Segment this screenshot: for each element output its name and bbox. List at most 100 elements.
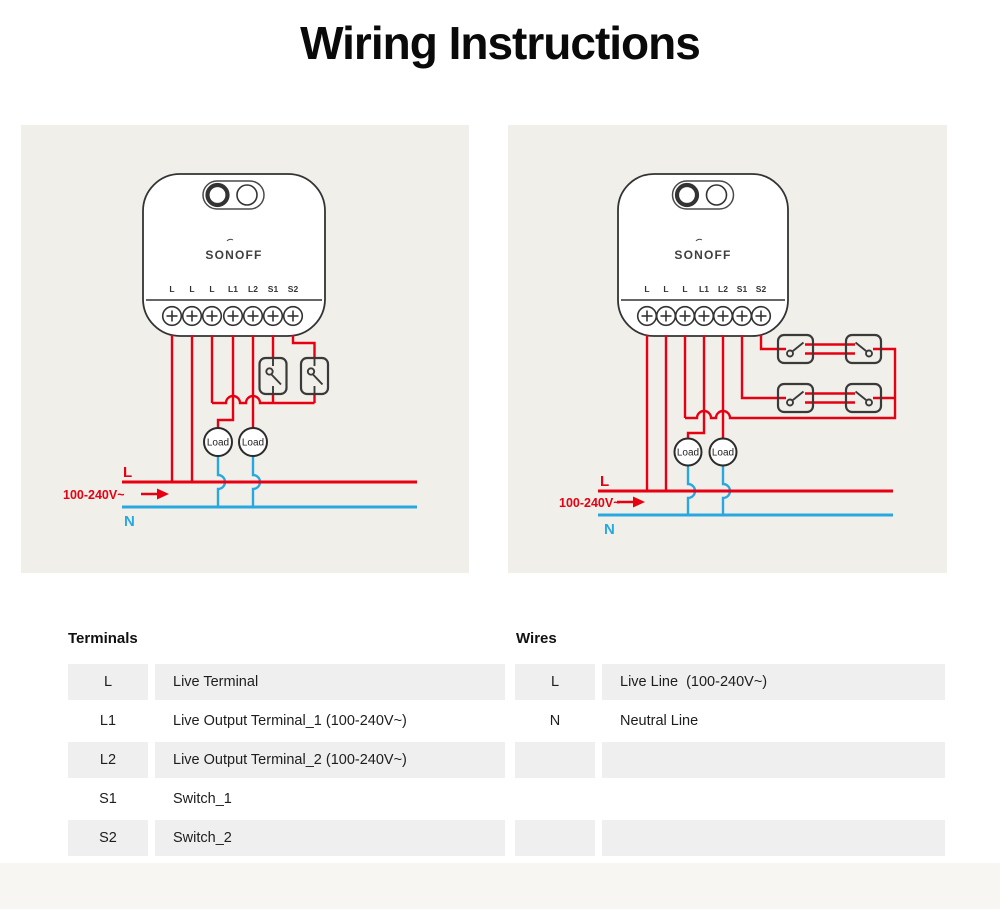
screw-terminal xyxy=(750,305,772,327)
terminal-label: L xyxy=(189,284,194,294)
neutral-line-label: N xyxy=(604,521,615,538)
sonoff-device: SONOFF L L L L1 L2 S1 S2 xyxy=(617,173,789,337)
terminal-key: L1 xyxy=(68,703,148,739)
device-led-icon xyxy=(705,184,728,206)
switch-common-wire xyxy=(685,347,897,420)
wire-desc: Neutral Line xyxy=(602,703,945,739)
terminal-label: L xyxy=(663,284,668,294)
terminal-label: L1 xyxy=(228,284,238,294)
terminal-desc: Switch_1 xyxy=(155,781,505,817)
s1-wire xyxy=(740,335,786,400)
wire-key: N xyxy=(515,703,595,739)
screw-terminals xyxy=(161,305,304,327)
wall-switch-2b xyxy=(844,382,883,414)
terminal-label: L xyxy=(644,284,649,294)
sonoff-logo: SONOFF xyxy=(205,248,262,262)
live-line-label: L xyxy=(600,473,609,490)
neutral-line-label: N xyxy=(124,513,135,530)
terminal-key: L2 xyxy=(68,742,148,778)
terminal-key: L xyxy=(68,664,148,700)
screw-terminal xyxy=(222,305,244,327)
right-wiring-panel: SONOFF L L L L1 L2 S1 S2 xyxy=(508,125,947,573)
screw-terminal xyxy=(242,305,264,327)
wires-table-heading: Wires xyxy=(516,630,557,647)
terminal-label: L xyxy=(682,284,687,294)
sonoff-logo: SONOFF xyxy=(674,248,731,262)
terminal-desc: Live Terminal xyxy=(155,664,505,700)
voltage-arrow-icon xyxy=(617,496,645,508)
terminal-labels: L L L L1 L2 S1 S2 xyxy=(644,284,766,294)
terminal-label: L xyxy=(209,284,214,294)
terminal-desc: Live Output Terminal_2 (100-240V~) xyxy=(155,742,505,778)
terminal-key: S2 xyxy=(68,820,148,856)
wire-key xyxy=(515,781,595,817)
load-2: Load xyxy=(708,437,738,467)
screw-terminal xyxy=(674,305,696,327)
screw-terminal xyxy=(262,305,284,327)
wifi-antenna-icon xyxy=(695,238,703,242)
wire-desc: Live Line (100-240V~) xyxy=(602,664,945,700)
button-pill xyxy=(671,180,735,210)
wires-table: L Live Line (100-240V~) N Neutral Line xyxy=(515,664,945,856)
wall-switch-1 xyxy=(258,356,288,396)
button-pill xyxy=(202,180,265,210)
load-label: Load xyxy=(242,438,264,449)
load-1: Load xyxy=(203,427,233,457)
wall-switch-1b xyxy=(844,333,883,365)
l1-load-wire xyxy=(216,335,235,428)
screw-terminal xyxy=(161,305,183,327)
wire-key xyxy=(515,820,595,856)
wire-desc xyxy=(602,781,945,817)
wifi-antenna-icon xyxy=(226,238,234,242)
screw-terminal xyxy=(731,305,753,327)
screw-terminal xyxy=(282,305,304,327)
live-line-label: L xyxy=(123,464,132,481)
screw-terminal xyxy=(693,305,715,327)
screw-terminal xyxy=(655,305,677,327)
terminal-label: S1 xyxy=(737,284,748,294)
terminal-labels: L L L L1 L2 S1 S2 xyxy=(169,284,298,294)
terminal-label: L1 xyxy=(699,284,709,294)
terminals-table: L Live Terminal L1 Live Output Terminal_… xyxy=(68,664,505,856)
wire-desc xyxy=(602,820,945,856)
device-button-icon xyxy=(674,182,700,208)
device-button-icon xyxy=(205,182,230,208)
terminal-desc: Switch_2 xyxy=(155,820,505,856)
switch-common-wire xyxy=(212,394,315,405)
screw-terminals xyxy=(636,305,772,327)
load-label: Load xyxy=(677,448,699,459)
wall-switch-2 xyxy=(299,356,330,396)
voltage-label: 100-240V~ xyxy=(63,488,125,502)
terminals-table-heading: Terminals xyxy=(68,630,138,647)
screw-terminal xyxy=(636,305,658,327)
load-2: Load xyxy=(238,427,268,457)
terminal-label: S1 xyxy=(268,284,279,294)
wall-switch-2a xyxy=(776,382,815,414)
voltage-arrow-icon xyxy=(141,488,169,500)
screw-terminal xyxy=(201,305,223,327)
screw-terminal xyxy=(181,305,203,327)
terminal-desc: Live Output Terminal_1 (100-240V~) xyxy=(155,703,505,739)
wire-key xyxy=(515,742,595,778)
wire-desc xyxy=(602,742,945,778)
terminal-label: L xyxy=(169,284,174,294)
terminal-label: L2 xyxy=(718,284,728,294)
screw-terminal xyxy=(712,305,734,327)
bottom-decorative-strip xyxy=(0,863,1000,909)
device-led-icon xyxy=(236,184,258,206)
wire-key: L xyxy=(515,664,595,700)
load-label: Load xyxy=(207,438,229,449)
l1-load-wire xyxy=(686,335,706,439)
left-wiring-panel: SONOFF L L L L1 L2 S1 S2 xyxy=(21,125,469,573)
s2-wire xyxy=(291,335,316,358)
sonoff-device: SONOFF L L L L1 L2 S1 S2 xyxy=(142,173,326,337)
live-wiring xyxy=(170,335,316,482)
terminal-key: S1 xyxy=(68,781,148,817)
load-1: Load xyxy=(673,437,703,467)
wall-switch-1a xyxy=(776,333,815,365)
terminal-label: S2 xyxy=(288,284,299,294)
load-label: Load xyxy=(712,448,734,459)
voltage-label: 100-240V~ xyxy=(559,496,621,510)
page-title: Wiring Instructions xyxy=(300,17,701,69)
